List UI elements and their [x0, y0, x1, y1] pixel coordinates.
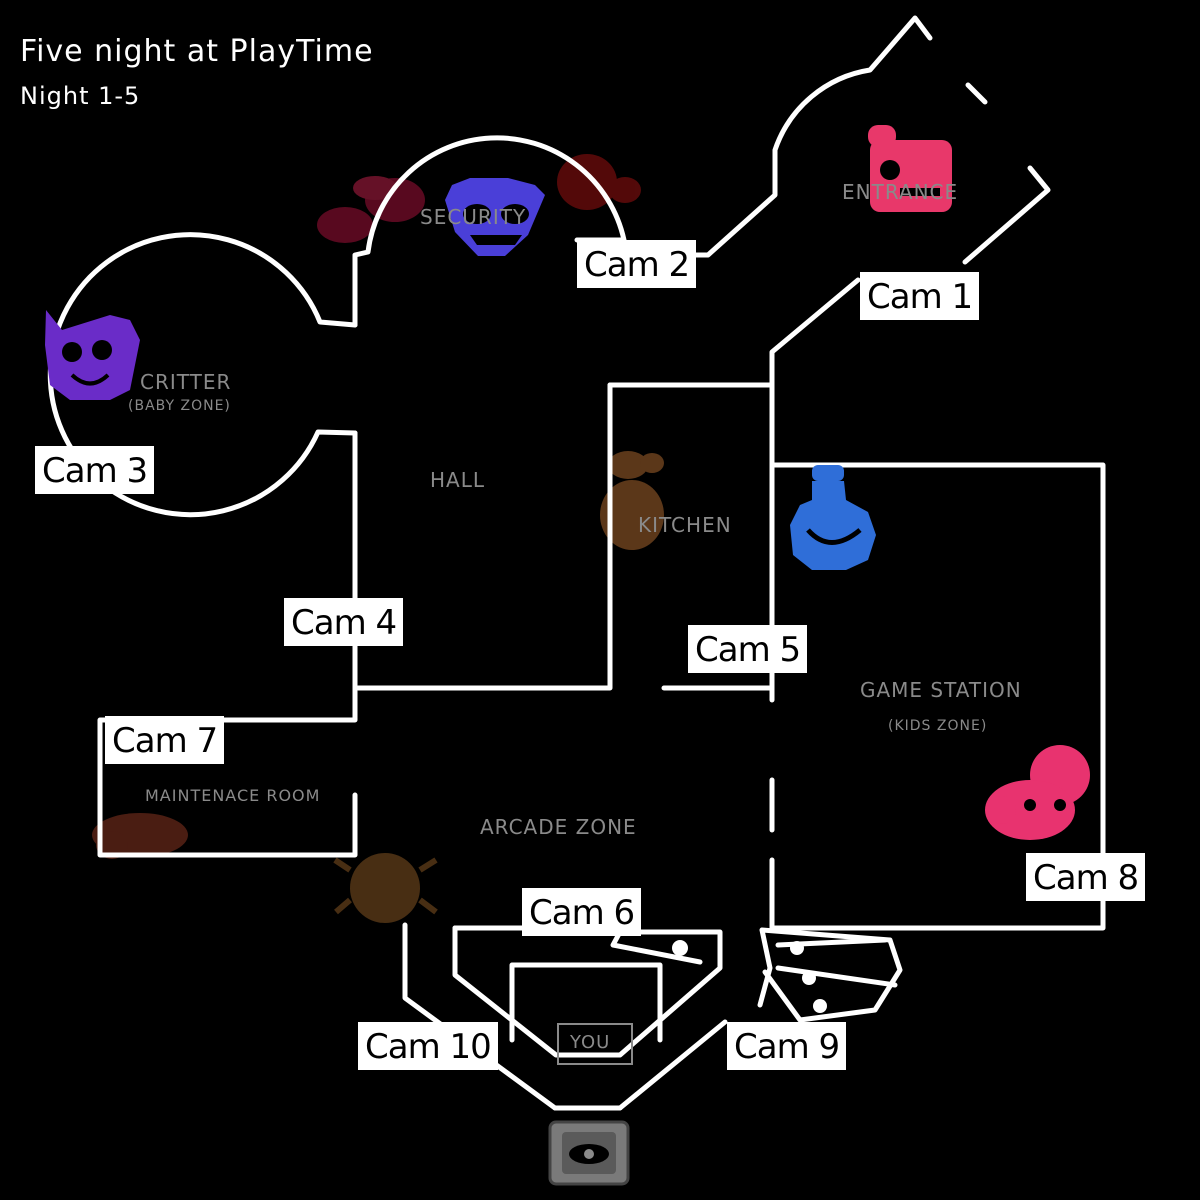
kitchen-character — [600, 451, 664, 550]
security-camera-device — [548, 1120, 630, 1186]
faded-characters — [92, 154, 664, 923]
room-label-game-station: GAME STATION — [860, 678, 1022, 702]
entrance-character — [868, 125, 952, 212]
camera-button-cam7[interactable]: Cam 7 — [105, 716, 225, 764]
walls — [47, 15, 1106, 1111]
camera-button-cam10[interactable]: Cam 10 — [358, 1022, 498, 1070]
room-label-hall: HALL — [430, 468, 486, 492]
security-character — [445, 178, 545, 256]
camera-button-cam6[interactable]: Cam 6 — [522, 888, 642, 936]
room-label-arcade: ARCADE ZONE — [480, 815, 637, 839]
room-label-you: YOU — [570, 1032, 611, 1053]
room-label-critter: CRITTER — [140, 370, 232, 394]
map-title: Five night at PlayTime — [20, 34, 374, 69]
camera-button-cam3[interactable]: Cam 3 — [35, 446, 155, 494]
camera-button-cam8[interactable]: Cam 8 — [1026, 853, 1146, 901]
room-label-entrance: ENTRANCE — [842, 180, 959, 204]
kids-zone-character — [985, 745, 1090, 840]
map-subtitle: Night 1-5 — [20, 82, 141, 110]
maintenance-character — [92, 813, 188, 859]
room-sublabel-critter: (BABY ZONE) — [128, 398, 231, 414]
camera-button-cam5[interactable]: Cam 5 — [688, 625, 808, 673]
room-sublabel-game-station: (KIDS ZONE) — [888, 718, 988, 734]
critter-character — [45, 310, 140, 400]
camera-button-cam1[interactable]: Cam 1 — [860, 272, 980, 320]
room-label-security: SECURITY — [420, 205, 527, 229]
arcade-character — [333, 853, 438, 923]
game-station-character — [790, 465, 876, 570]
security-faded-character-right — [557, 154, 641, 210]
room-label-maintenance: MAINTENACE ROOM — [145, 786, 321, 805]
camera-button-cam4[interactable]: Cam 4 — [284, 598, 404, 646]
room-label-kitchen: KITCHEN — [638, 513, 732, 537]
door-nodes — [672, 940, 827, 1013]
camera-button-cam2[interactable]: Cam 2 — [577, 240, 697, 288]
camera-button-cam9[interactable]: Cam 9 — [727, 1022, 847, 1070]
you-box — [557, 1023, 633, 1065]
